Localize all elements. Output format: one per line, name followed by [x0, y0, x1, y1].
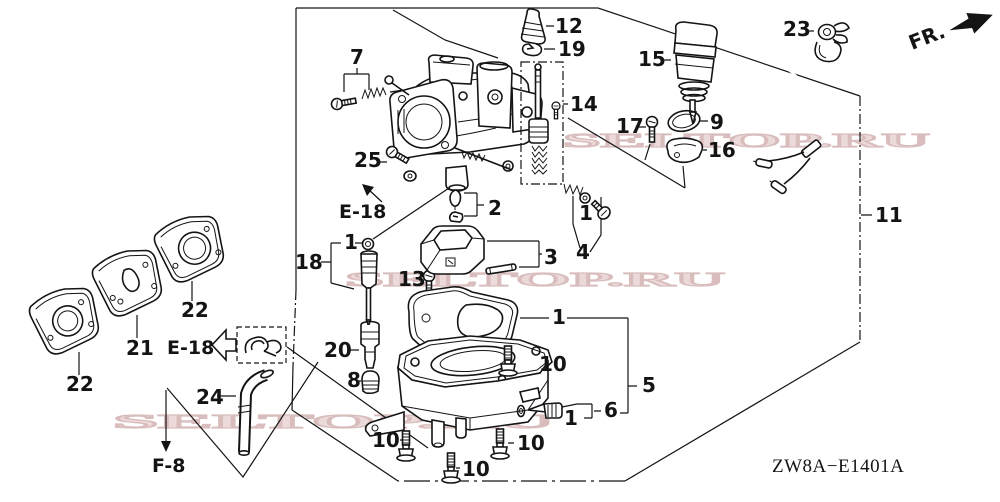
part-label-10-a: 10	[539, 352, 567, 376]
part-label-11: 11	[875, 203, 903, 227]
gasket-21-drawing	[91, 249, 163, 317]
part-10-bolt-c	[490, 428, 510, 460]
part-18-drawing	[360, 237, 378, 329]
part-19-drawing	[521, 43, 543, 57]
part-3-drawing	[420, 225, 517, 275]
part-label-17: 17	[616, 114, 644, 138]
part-label-25: 25	[354, 148, 382, 172]
part-8-drawing	[361, 370, 380, 395]
section-ref-f8: F-8	[152, 455, 186, 477]
e18-reference-block	[210, 326, 287, 364]
part-label-3: 3	[544, 245, 558, 269]
part-24-hose-drawing	[237, 369, 274, 456]
part-label-5: 5	[642, 373, 656, 397]
part-1-4-drawing	[563, 183, 611, 220]
part-15-drawing	[673, 21, 830, 195]
section-ref-e18-lower: E-18	[167, 337, 214, 359]
fr-label: FR.	[905, 19, 948, 55]
part-label-23: 23	[783, 17, 811, 41]
part-label-9: 9	[710, 110, 724, 134]
diagram-border	[291, 7, 861, 482]
diagram-code: ZW8A−E1401A	[772, 456, 904, 477]
gasket-22-bottom-drawing	[28, 287, 100, 355]
part-label-24: 24	[196, 385, 224, 409]
part-23-drawing	[814, 22, 850, 63]
part-label-1-d: 1	[564, 406, 578, 430]
part-label-15: 15	[638, 47, 666, 71]
carburetor-body-drawing	[384, 54, 543, 192]
float-bowl-drawing	[364, 335, 553, 448]
part-label-14: 14	[570, 92, 598, 116]
part-label-4: 4	[576, 240, 590, 264]
part-7-drawing	[330, 86, 405, 111]
part-6-drawing	[516, 402, 563, 419]
part-label-1-c: 1	[552, 305, 566, 329]
part-label-20: 20	[324, 338, 352, 362]
part-label-10-b: 10	[372, 428, 400, 452]
part-label-1-b: 1	[344, 230, 358, 254]
part-label-16: 16	[708, 138, 736, 162]
part-2-drawing	[448, 189, 464, 223]
part-label-22-a: 22	[181, 298, 209, 322]
part-label-7: 7	[350, 45, 364, 69]
fr-direction-indicator: FR.	[905, 13, 993, 55]
part-12-drawing	[520, 8, 546, 45]
part-label-18: 18	[295, 250, 323, 274]
part-17-drawing	[645, 115, 659, 143]
part-label-1-a: 1	[579, 201, 593, 225]
part-20-drawing	[360, 320, 380, 369]
part-label-8: 8	[347, 368, 361, 392]
part-label-19: 19	[558, 37, 586, 61]
section-ref-e18-upper: E-18	[339, 201, 386, 223]
leader-lines	[78, 9, 872, 478]
part-label-6: 6	[604, 398, 618, 422]
fr-arrow-icon	[949, 13, 993, 34]
part-label-10-d: 10	[462, 457, 490, 481]
part-9-drawing	[667, 109, 701, 133]
gasket-22-top-drawing	[153, 215, 225, 283]
part-label-10-c: 10	[517, 431, 545, 455]
part-16-drawing	[666, 137, 704, 164]
part-25-drawing	[385, 145, 410, 165]
part-label-21: 21	[126, 336, 154, 360]
part-14-drawing	[520, 61, 564, 185]
part-label-2: 2	[488, 196, 502, 220]
part-labels: 7 12 19 14 15 23 17 9 16 11 25 2 1 4 3 1…	[66, 14, 903, 481]
part-label-12: 12	[555, 14, 583, 38]
part-label-13: 13	[398, 267, 426, 291]
part-label-22-b: 22	[66, 372, 94, 396]
